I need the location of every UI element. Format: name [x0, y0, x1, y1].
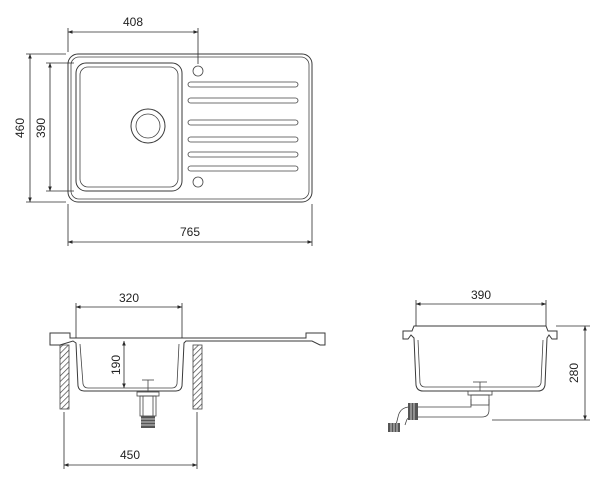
dim-label-190: 190 — [109, 355, 123, 375]
tap-hole-bottom-icon — [192, 176, 204, 188]
dim-190: 190 — [109, 340, 126, 389]
dim-label-450: 450 — [120, 448, 140, 462]
sink-profile-side — [49, 332, 326, 392]
countertop-right — [192, 344, 203, 410]
dim-408: 408 — [67, 15, 199, 64]
dim-label-460: 460 — [13, 118, 27, 138]
dim-390-top: 390 — [34, 62, 74, 192]
trap-nut-icon — [408, 403, 418, 420]
dim-label-280: 280 — [567, 363, 581, 383]
dim-label-390-end: 390 — [471, 288, 491, 302]
tap-hole-top-icon — [192, 65, 204, 77]
sink-rim-inner — [70, 56, 310, 200]
sink-outline-top — [67, 53, 313, 203]
dim-label-408: 408 — [123, 15, 143, 29]
bowl-inner-end — [417, 339, 544, 388]
drainboard-ribs — [187, 81, 299, 172]
dim-390-end: 390 — [415, 288, 547, 326]
drain-inner-icon — [135, 113, 161, 139]
countertop-left — [59, 344, 70, 410]
waste-fitting-side — [136, 379, 160, 428]
dim-460: 460 — [13, 53, 66, 203]
end-view: 390 280 — [388, 288, 590, 432]
waste-trap-end — [388, 381, 493, 432]
dim-320: 320 — [75, 291, 183, 338]
bowl-inner — [79, 66, 179, 188]
top-view: 408 460 390 765 — [13, 15, 313, 246]
dim-label-320: 320 — [119, 291, 139, 305]
sink-profile-end — [402, 325, 558, 392]
dim-450: 450 — [63, 412, 198, 469]
drain-outer-icon — [130, 108, 166, 144]
dim-280: 280 — [492, 325, 590, 421]
dim-label-390-top: 390 — [34, 118, 48, 138]
side-view: 320 190 450 — [49, 291, 326, 469]
bowl-inner-side — [79, 343, 180, 389]
dim-label-765: 765 — [180, 225, 200, 239]
bowl-outline — [75, 62, 183, 192]
dim-765: 765 — [67, 204, 313, 246]
